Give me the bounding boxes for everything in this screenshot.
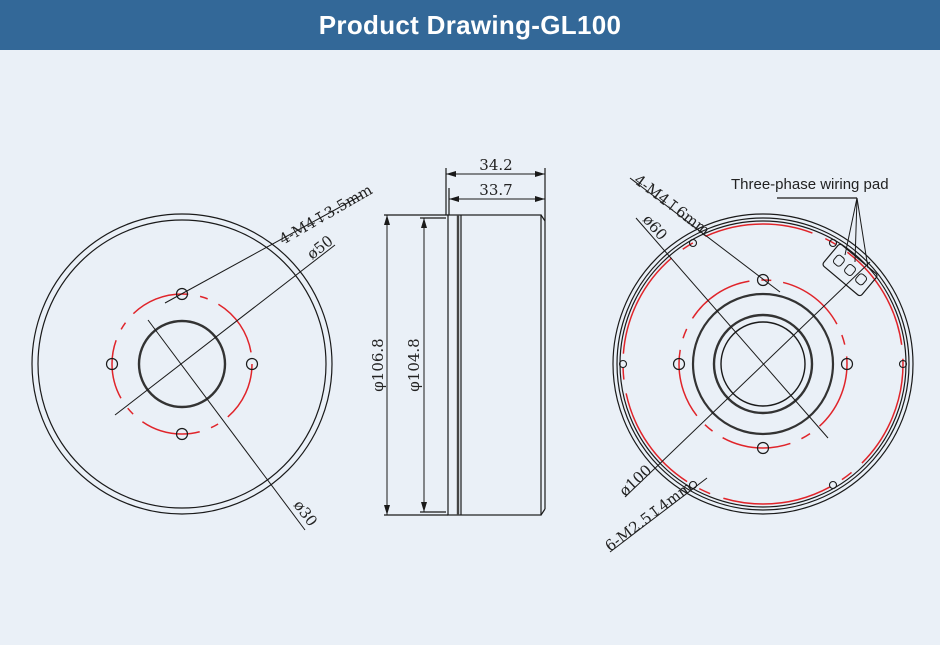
rear-outer-pcd-centerline bbox=[622, 223, 904, 505]
wiring-pad bbox=[822, 243, 878, 297]
mount-hole bbox=[175, 427, 189, 441]
mount-hole bbox=[828, 238, 838, 248]
mount-hole bbox=[672, 357, 686, 371]
product-drawing: 4-M4↧3.5mm ø50 ø30 34.2 33.7 φ106. bbox=[31, 156, 914, 555]
mount-hole bbox=[828, 480, 838, 490]
page-title: Product Drawing-GL100 bbox=[318, 9, 622, 40]
front-pcd-centerline bbox=[111, 293, 253, 435]
mount-hole bbox=[175, 287, 189, 301]
rear-outer-hole-callout: 6-M2.5↧4mm bbox=[602, 478, 696, 555]
rear-view bbox=[609, 177, 914, 553]
mount-hole bbox=[756, 273, 770, 287]
body-diameter-dim: φ104.8 bbox=[405, 338, 423, 391]
rear-inner-pcd-label: ø60 bbox=[639, 211, 671, 244]
rear-inner-pcd-centerline bbox=[678, 279, 848, 449]
mount-hole bbox=[688, 238, 698, 248]
wiring-pad-label: Three-phase wiring pad bbox=[731, 176, 889, 193]
title-banner: Product Drawing-GL100 bbox=[0, 0, 940, 50]
overall-length-dim: 34.2 bbox=[479, 156, 512, 174]
mount-hole bbox=[840, 357, 854, 371]
rear-inner-hole-callout: 4-M4↧6mm bbox=[631, 171, 714, 240]
front-pcd-label: ø50 bbox=[303, 232, 336, 263]
mount-hole bbox=[245, 357, 259, 371]
mount-hole bbox=[898, 359, 908, 369]
mount-hole bbox=[105, 357, 119, 371]
front-bore-label: ø30 bbox=[290, 497, 321, 530]
mount-hole bbox=[756, 441, 770, 455]
side-view bbox=[384, 168, 546, 516]
outer-diameter-dim: φ106.8 bbox=[369, 338, 387, 391]
mount-hole bbox=[618, 359, 628, 369]
body-length-dim: 33.7 bbox=[479, 181, 512, 199]
dimension-arrows bbox=[384, 171, 545, 515]
rear-outer-pcd-label: ø100 bbox=[615, 461, 655, 500]
front-view bbox=[31, 194, 363, 531]
